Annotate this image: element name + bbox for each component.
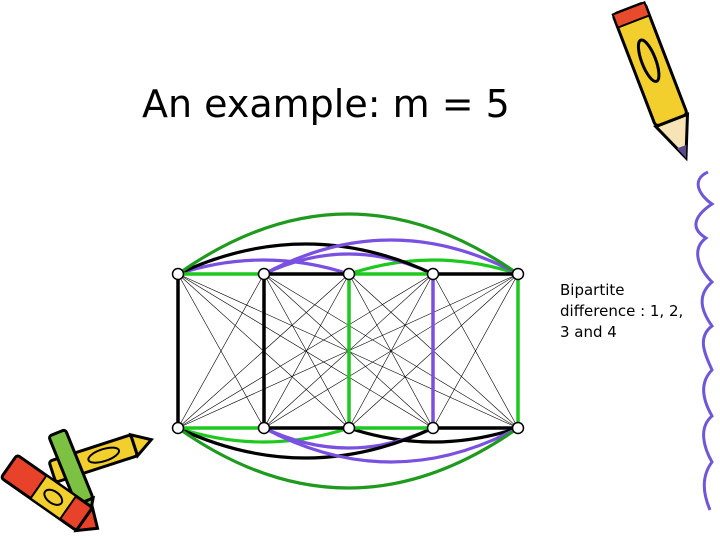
graph-vertex <box>511 421 525 435</box>
arc-edge <box>263 238 519 276</box>
arc-edge <box>177 426 350 444</box>
note-line-1: Bipartite <box>560 281 625 299</box>
arc-edge <box>177 212 519 276</box>
vertices <box>171 267 525 435</box>
graph-vertex <box>342 267 356 281</box>
graph-vertex <box>171 267 185 281</box>
arc-edges <box>177 212 519 490</box>
cross-edge <box>177 273 434 429</box>
arc-edge <box>348 426 519 444</box>
cross-edge <box>263 273 519 429</box>
bipartite-difference-note: Bipartite difference : 1, 2, 3 and 4 <box>560 280 710 343</box>
graph-vertex <box>257 267 271 281</box>
arc-edge <box>177 258 350 276</box>
arc-edge <box>177 426 519 490</box>
graph-vertex <box>511 267 525 281</box>
row-edges <box>178 272 518 430</box>
slide-title: An example: m = 5 <box>142 82 510 126</box>
note-line-3: 3 and 4 <box>560 323 617 341</box>
note-line-2: difference : 1, 2, <box>560 302 684 320</box>
arc-edge <box>348 258 519 276</box>
graph-vertex <box>171 421 185 435</box>
cross-edge <box>432 273 519 429</box>
arc-edge <box>177 426 434 460</box>
graph-vertex <box>426 421 440 435</box>
cross-edge <box>177 273 265 429</box>
graph-vertex <box>257 421 271 435</box>
graph-vertex <box>426 267 440 281</box>
vertical-edges <box>176 274 520 428</box>
cross-edge <box>263 273 350 429</box>
arc-edge <box>263 426 519 464</box>
graph-vertex <box>342 421 356 435</box>
arc-edge <box>177 242 434 276</box>
